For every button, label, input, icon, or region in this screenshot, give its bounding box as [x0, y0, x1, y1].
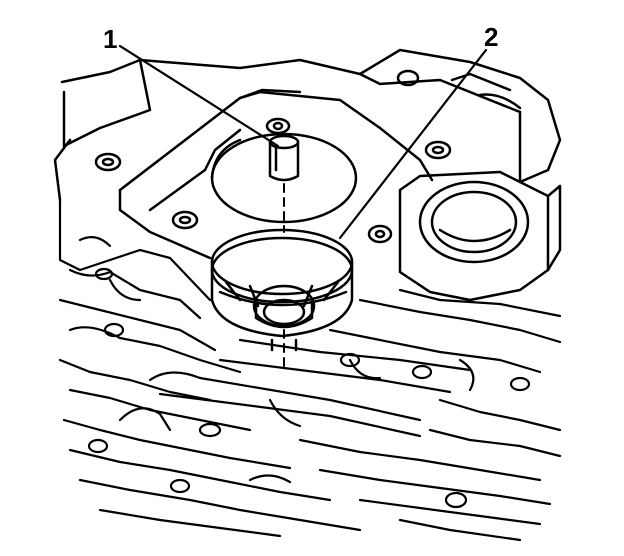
accumulator-piston — [210, 228, 354, 352]
leader-line-2 — [338, 48, 488, 240]
callout-label-2: 2 — [484, 22, 499, 52]
callout-label-1: 1 — [103, 24, 118, 54]
leader-line-1 — [118, 44, 280, 148]
upper-housing — [53, 48, 562, 202]
right-block — [398, 170, 562, 302]
mounting-plate — [94, 88, 452, 260]
accumulator-bore — [210, 132, 358, 224]
valve-body-channels — [58, 198, 562, 542]
